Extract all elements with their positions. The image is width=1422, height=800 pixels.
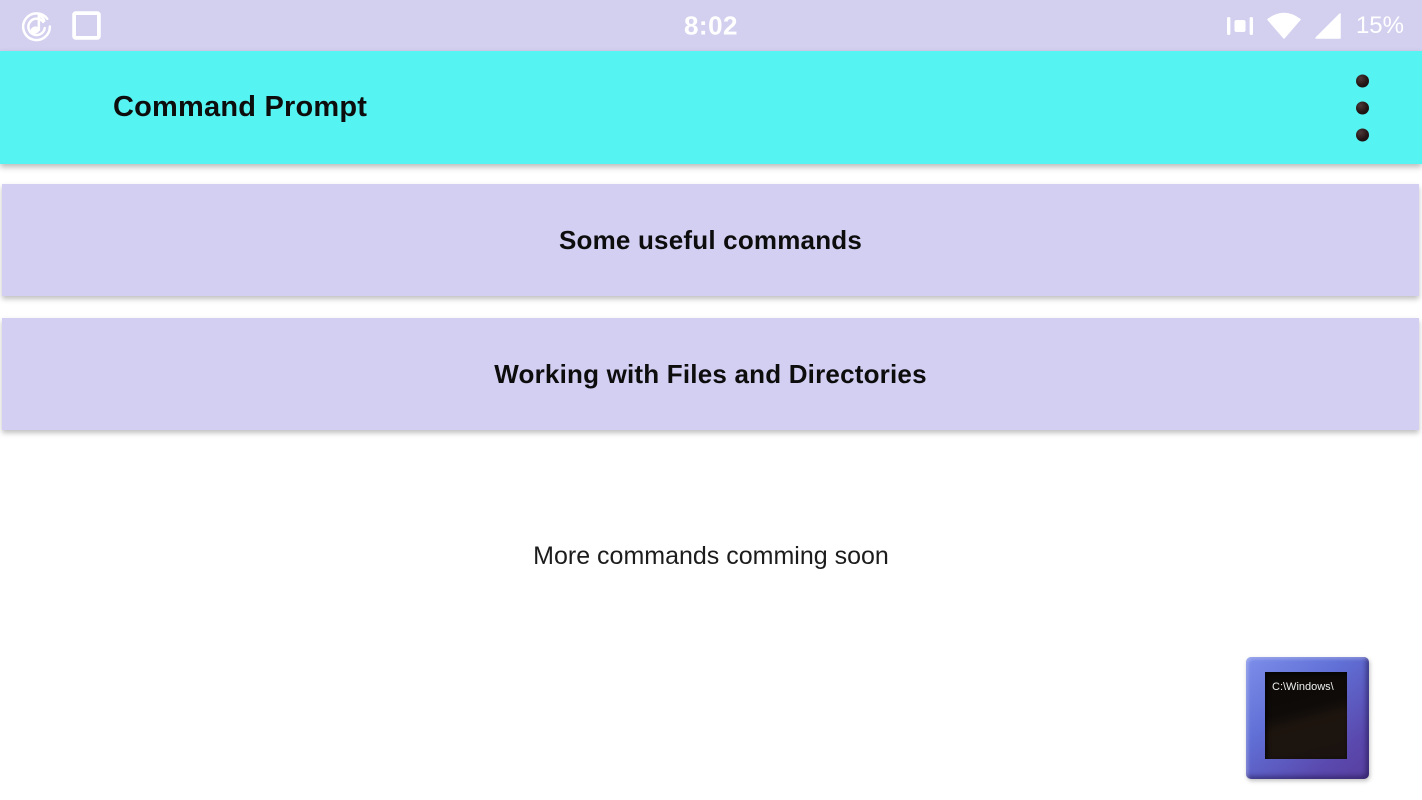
section-item-useful-commands[interactable]: Some useful commands [2, 184, 1419, 296]
overflow-dot [1356, 74, 1369, 87]
overflow-dot [1356, 101, 1369, 114]
battery-percent: 15% [1355, 11, 1404, 39]
app-bar: Command Prompt [0, 51, 1422, 164]
command-prompt-logo-screen: C:\Windows\ [1265, 672, 1347, 759]
status-bar: 8:02 15% [0, 0, 1422, 51]
command-prompt-logo-text: C:\Windows\ [1272, 681, 1334, 693]
section-label: Working with Files and Directories [494, 358, 927, 389]
music-note-icon [21, 12, 52, 42]
cell-signal-icon [1315, 12, 1341, 39]
coming-soon-note: More commands comming soon [533, 542, 889, 570]
screenshot-square-icon [72, 11, 101, 40]
status-bar-clock: 8:02 [683, 10, 739, 40]
section-label: Some useful commands [558, 224, 863, 255]
overflow-dot [1356, 128, 1369, 141]
vibrate-icon [1226, 16, 1253, 35]
command-prompt-logo: C:\Windows\ [1246, 657, 1369, 779]
status-bar-system-icons: 15% [1225, 12, 1404, 40]
section-list: Some useful commands Working with Files … [0, 184, 1422, 430]
wifi-icon [1267, 12, 1301, 39]
status-bar-notification-icons [18, 7, 102, 44]
overflow-menu-button[interactable] [1352, 68, 1373, 147]
page-title: Command Prompt [113, 91, 368, 123]
section-item-files-directories[interactable]: Working with Files and Directories [2, 318, 1419, 430]
